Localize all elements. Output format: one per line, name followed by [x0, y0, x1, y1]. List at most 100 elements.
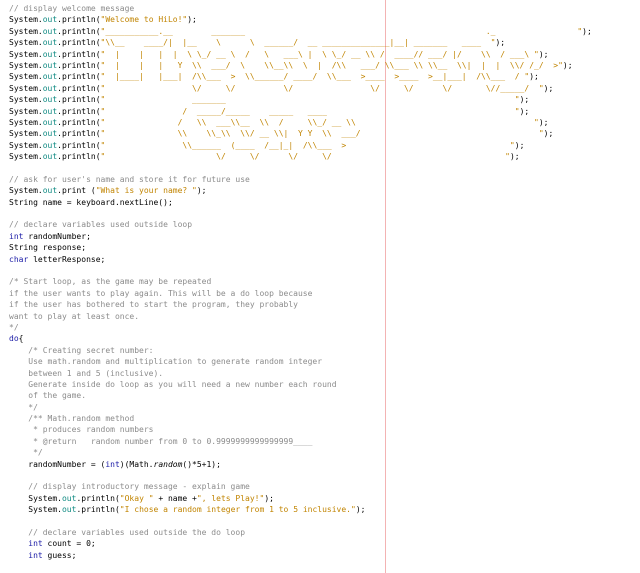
- comment-token: // declare variables used outside loop: [9, 220, 193, 230]
- comment-token: Use math.random and multiplication to ge…: [9, 357, 323, 367]
- code-token: String name = keyboard.nextLine();: [9, 197, 173, 207]
- code-token: System.: [9, 129, 43, 139]
- string-literal: " \\ \\_\\ \\/ __ \\| Y Y \\ ___/ ": [100, 129, 544, 139]
- code-line: System.out.println("___________.__ _____…: [9, 26, 592, 37]
- code-line: String name = keyboard.nextLine();: [9, 197, 592, 208]
- code-token: .println(: [57, 49, 101, 59]
- code-token: .println(: [57, 95, 101, 105]
- code-token: System.: [9, 106, 43, 116]
- code-line: want to play at least once.: [9, 311, 592, 322]
- code-token: String response;: [9, 243, 87, 253]
- field-token: out: [42, 60, 58, 70]
- code-token: );: [514, 140, 525, 150]
- string-literal: " |____| |___| /\\___ > \\______/ ____/ …: [100, 72, 530, 82]
- right-margin-guide: [385, 0, 386, 573]
- code-line: of the game.: [9, 390, 592, 401]
- code-line: System.out.println("\\__ ____/| |__ \ \ …: [9, 37, 592, 48]
- string-literal: "___________.__ _______ ._ ": [100, 26, 583, 36]
- field-token: out: [42, 15, 58, 25]
- code-line: System.out.println(" \/ \/ \/ \/ \/ \/ \…: [9, 83, 592, 94]
- field-token: out: [42, 152, 58, 162]
- code-token: + name +: [153, 493, 197, 503]
- code-token: .println(: [57, 60, 101, 70]
- code-token: System.: [9, 26, 43, 36]
- code-line: Use math.random and multiplication to ge…: [9, 356, 592, 367]
- keyword-token: do: [9, 334, 19, 344]
- keyword-token: int: [28, 539, 43, 549]
- code-line: [9, 162, 592, 173]
- code-line: [9, 516, 592, 527]
- code-token: );: [538, 49, 549, 59]
- code-token: .println(: [57, 152, 101, 162]
- field-token: out: [42, 38, 58, 48]
- code-line: randomNumber = (int)(Math.random()*5+1);: [9, 459, 592, 470]
- code-line: int guess;: [9, 550, 592, 561]
- code-line: /* Creating secret number:: [9, 345, 592, 356]
- code-token: System.: [9, 186, 43, 196]
- field-token: out: [42, 106, 58, 116]
- code-token: guess;: [42, 550, 77, 560]
- string-literal: " \\______ (____ /__|_| /\\___ > ": [100, 140, 515, 150]
- code-line: System.out.println(" / _____/_____ _____…: [9, 106, 592, 117]
- code-line: System.out.println(" \\ \\_\\ \\/ __ \\|…: [9, 128, 592, 139]
- code-token: count = 0;: [42, 539, 96, 549]
- comment-token: /* Start loop, as the game may be repeat…: [9, 277, 212, 287]
- code-token: System.: [9, 152, 43, 162]
- code-line: /** Math.random method: [9, 413, 592, 424]
- code-line: System.out.println("Welcome to HiLo!");: [9, 14, 592, 25]
- code-token: );: [264, 493, 274, 503]
- code-token: );: [196, 186, 207, 196]
- code-line: int randomNumber;: [9, 231, 592, 242]
- code-line: System.out.println(" _______ ");: [9, 94, 592, 105]
- code-token: .println(: [57, 26, 101, 36]
- string-literal: " \/ \/ \/ \/ \/ \/ \//_____/ ": [100, 83, 544, 93]
- code-line: System.out.println("Okay " + name +", le…: [9, 493, 592, 504]
- comment-token: // declare variables used outside the do…: [9, 527, 246, 537]
- field-token: out: [42, 186, 58, 196]
- code-token: .println(: [57, 83, 101, 93]
- field-token: out: [42, 26, 58, 36]
- code-token: );: [562, 60, 573, 70]
- code-token: ()*5+1);: [182, 459, 221, 469]
- string-literal: "Okay ": [119, 493, 154, 503]
- code-token: .println(: [57, 72, 101, 82]
- code-line: */: [9, 402, 592, 413]
- comment-token: want to play at least once.: [9, 311, 140, 321]
- comment-token: // ask for user's name and store it for …: [9, 174, 250, 184]
- field-token: out: [61, 493, 77, 503]
- string-literal: " \/ \/ \/ \/ ": [100, 152, 510, 162]
- code-token: System.: [9, 117, 43, 127]
- code-token: System.: [9, 60, 43, 70]
- field-token: out: [42, 95, 58, 105]
- comment-token: */: [9, 322, 19, 332]
- comment-token: /** Math.random method: [9, 414, 135, 424]
- code-token: System.: [9, 505, 62, 515]
- field-token: out: [61, 505, 77, 515]
- keyword-token: char: [9, 254, 29, 264]
- method-token: random: [153, 459, 183, 469]
- comment-token: * @return random number from 0 to 0.9999…: [9, 436, 313, 446]
- code-token: System.: [9, 140, 43, 150]
- string-literal: " / \\ ___\\__ \\ / \\_/ __ \\ ": [100, 117, 539, 127]
- code-token: );: [543, 129, 554, 139]
- code-token: );: [187, 15, 197, 25]
- code-token: System.: [9, 38, 43, 48]
- code-token: System.: [9, 95, 43, 105]
- code-token: System.: [9, 49, 43, 59]
- string-literal: ", lets Play!": [196, 493, 265, 503]
- keyword-token: int: [105, 459, 120, 469]
- code-line: if the user has bothered to start the pr…: [9, 299, 592, 310]
- comment-token: // display welcome message: [9, 4, 135, 13]
- code-line: [9, 265, 592, 276]
- code-line: Generate inside do loop as you will need…: [9, 379, 592, 390]
- code-token: letterResponse;: [28, 254, 106, 264]
- keyword-token: int: [9, 231, 24, 241]
- field-token: out: [42, 72, 58, 82]
- comment-token: Generate inside do loop as you will need…: [9, 379, 337, 389]
- comment-token: */: [9, 448, 43, 458]
- code-token: [9, 551, 28, 560]
- string-literal: "I chose a random integer from 1 to 5 in…: [119, 505, 356, 515]
- code-line: // declare variables used outside the do…: [9, 527, 592, 538]
- code-line: System.out.println(" |____| |___| /\\___…: [9, 71, 592, 82]
